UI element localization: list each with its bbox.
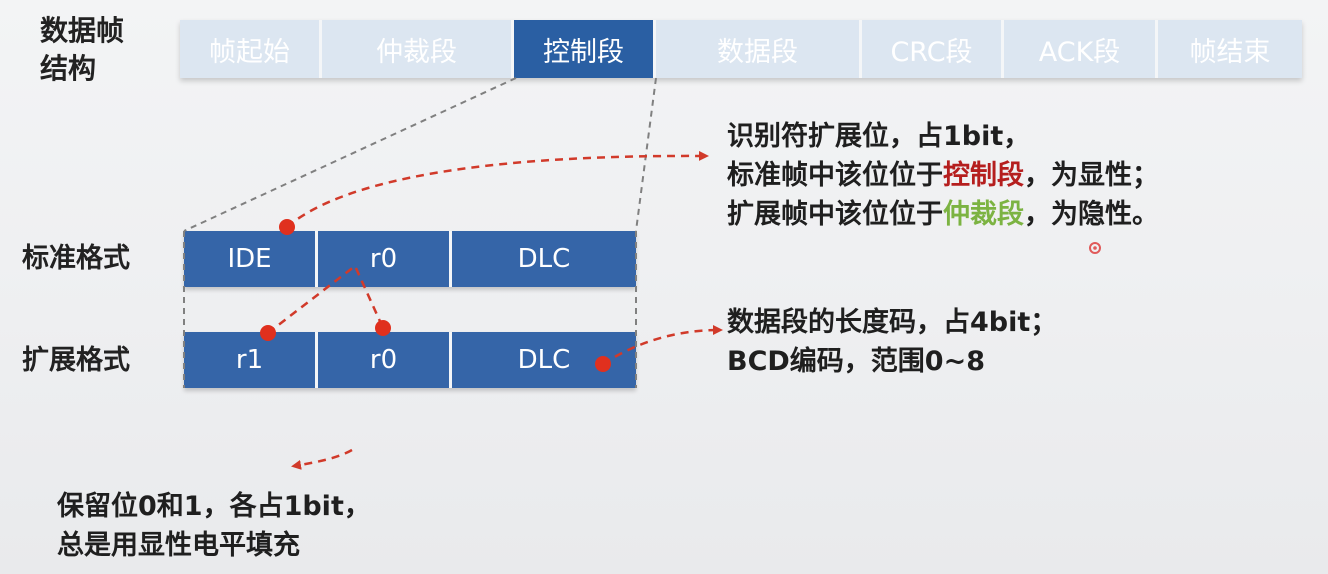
dlc-arrow [602, 325, 723, 366]
ide-note-line2: 标准帧中该位位于控制段，为显性； [727, 156, 1159, 195]
field-r1: r1 [184, 332, 318, 388]
zoom-lines [183, 77, 657, 388]
text-fragment: ，为隐性。 [1024, 199, 1159, 230]
segment-label: ACK段 [1038, 36, 1121, 68]
dlc-note-line1: 数据段的长度码，占4bit； [727, 307, 1058, 338]
segment-crc: CRC段 [862, 20, 1004, 78]
field-ide: IDE [184, 231, 318, 287]
cursor-mark-center [1093, 246, 1097, 250]
segment-data: 数据段 [656, 20, 862, 78]
ide-note: 识别符扩展位，占1bit， 标准帧中该位位于控制段，为显性； 扩展帧中该位位于仲… [727, 117, 1159, 234]
zoom-line-right [635, 77, 657, 232]
segment-label: 帧结束 [1189, 36, 1271, 68]
segment-label: 仲裁段 [376, 36, 457, 68]
text-fragment: 标准帧中该位位于 [727, 160, 943, 191]
zoom-line-left [183, 77, 517, 232]
segment-sof: 帧起始 [180, 20, 322, 78]
dlc-dot [595, 356, 611, 372]
dlc-note: 数据段的长度码，占4bit； BCD编码，范围0~8 [727, 303, 1057, 381]
reserved-note-line1: 保留位0和1，各占1bit， [57, 491, 371, 522]
highlight-control-segment: 控制段 [943, 160, 1024, 191]
text-fragment: 扩展帧中该位位于 [727, 199, 943, 230]
title-line-1: 数据帧 [40, 14, 125, 47]
ide-note-line3: 扩展帧中该位位于仲裁段，为隐性。 [727, 195, 1159, 234]
segment-arbitration: 仲裁段 [322, 20, 514, 78]
frame-structure-bar: 帧起始 仲裁段 控制段 数据段 CRC段 ACK段 帧结束 [180, 20, 1302, 78]
dlc-note-line2: BCD编码，范围0~8 [727, 346, 986, 377]
diagram-title: 数据帧 结构 [40, 12, 124, 88]
title-line-2: 结构 [40, 52, 97, 85]
standard-format-fields: IDE r0 DLC [184, 231, 636, 287]
extended-format-label: 扩展格式 [22, 345, 130, 376]
cursor-mark [1089, 242, 1101, 254]
reserved-bits-connector [267, 264, 385, 334]
ide-note-line1: 识别符扩展位，占1bit， [727, 121, 1031, 152]
standard-format-label: 标准格式 [22, 243, 130, 274]
segment-ack: ACK段 [1004, 20, 1158, 78]
segment-label: CRC段 [890, 36, 973, 68]
reserved-arrow [291, 448, 353, 470]
segment-label: 帧起始 [209, 36, 290, 68]
segment-label: 数据段 [717, 36, 798, 68]
field-r0: r0 [318, 332, 452, 388]
r1-dot [260, 325, 276, 341]
text-fragment: ，为显性； [1024, 160, 1159, 191]
segment-control: 控制段 [514, 20, 656, 78]
highlight-arbitration-segment: 仲裁段 [943, 199, 1024, 230]
reserved-note-line2: 总是用显性电平填充 [57, 530, 300, 561]
ide-arrow [286, 150, 709, 228]
segment-eof: 帧结束 [1158, 20, 1302, 78]
reserved-note: 保留位0和1，各占1bit， 总是用显性电平填充 [57, 487, 371, 565]
ide-dot [279, 219, 295, 235]
field-dlc: DLC [452, 231, 636, 287]
extended-format-fields: r1 r0 DLC [184, 332, 636, 388]
r0-dot [375, 320, 391, 336]
segment-label: 控制段 [543, 36, 624, 68]
